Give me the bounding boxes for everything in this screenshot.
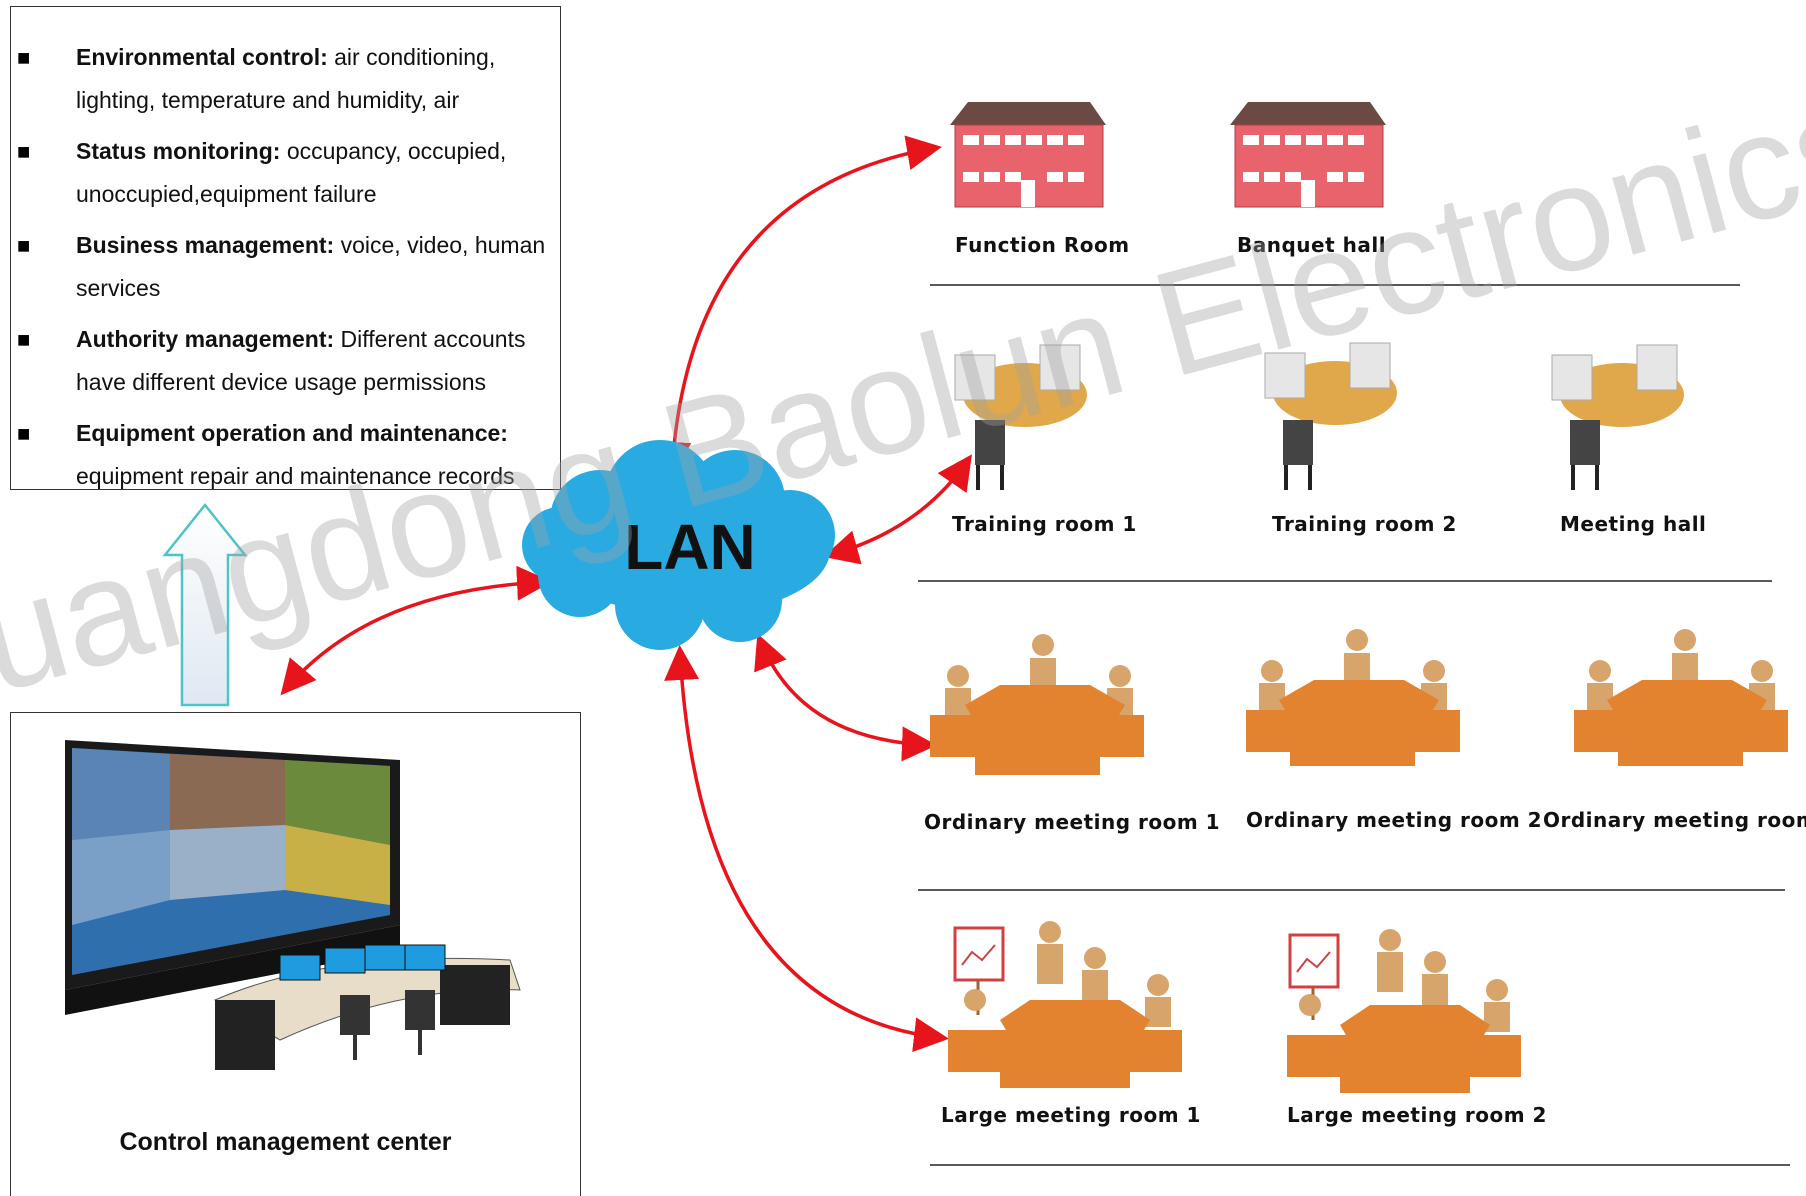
training-room-1-icon [954,344,1087,490]
bullet-icon: ■ [17,421,31,446]
label-ordinary-room-2: Ordinary meeting room 2 [1246,808,1543,832]
upload-arrow-icon [162,502,248,707]
label-large-room-1: Large meeting room 1 [941,1103,1201,1127]
large-meeting-room-1-icon [948,921,1182,1088]
arrow-to-large-room [664,645,949,1053]
arrow-to-control-center [280,565,552,696]
feature-text: Different accounts [334,326,526,352]
feature-text-cont: unoccupied,equipment failure [76,181,377,207]
ordinary-meeting-room-2-icon [1246,629,1460,766]
feature-text: occupancy, occupied, [280,138,507,164]
banquet-hall-icon [1230,102,1386,208]
feature-title: Business management: [76,232,335,258]
training-room-2-icon [1264,342,1397,490]
ordinary-meeting-room-1-icon [930,634,1144,775]
label-training-room-2: Training room 2 [1272,512,1457,536]
connection-arrows [280,135,972,1053]
lan-label: LAN [624,511,756,583]
meeting-hall-icon [1551,344,1684,490]
large-meeting-room-2-icon [1287,929,1521,1093]
feature-text-cont: lighting, temperature and humidity, air [76,87,460,113]
ordinary-meeting-room-3-icon [1574,629,1788,766]
label-control-center: Control management center [119,1128,452,1156]
feature-text-cont: services [76,275,161,301]
arrow-to-training-room [823,454,972,565]
bullet-icon: ■ [17,233,31,258]
feature-title: Equipment operation and maintenance: [76,420,508,446]
feature-title: Status monitoring: [76,138,281,164]
feature-text: voice, video, human [334,232,546,258]
features-panel: ■ Environmental control: air conditionin… [10,6,561,490]
separator-lines [918,284,1790,1166]
bullet-icon: ■ [17,327,31,352]
feature-text-cont: have different device usage permissions [76,369,486,395]
arrow-to-function-room [656,135,942,477]
label-large-room-2: Large meeting room 2 [1287,1103,1547,1127]
bullet-icon: ■ [17,45,31,70]
feature-title: Authority management: [76,326,335,352]
label-function-room: Function Room [955,233,1130,257]
arrow-to-ordinary-room [754,633,937,762]
feature-title: Environmental control: [76,44,328,70]
feature-text-cont: equipment repair and maintenance records [76,463,515,489]
lan-cloud-icon [522,440,835,650]
label-training-room-1: Training room 1 [952,512,1137,536]
bullet-icon: ■ [17,139,31,164]
label-ordinary-room-3: Ordinary meeting room 3 [1543,808,1806,832]
function-room-icon [950,102,1106,208]
feature-text: air conditioning, [327,44,496,70]
label-meeting-hall: Meeting hall [1560,512,1707,536]
label-ordinary-room-1: Ordinary meeting room 1 [924,810,1221,834]
control-center-illustration [65,740,521,1070]
label-banquet-hall: Banquet hall [1237,233,1387,257]
